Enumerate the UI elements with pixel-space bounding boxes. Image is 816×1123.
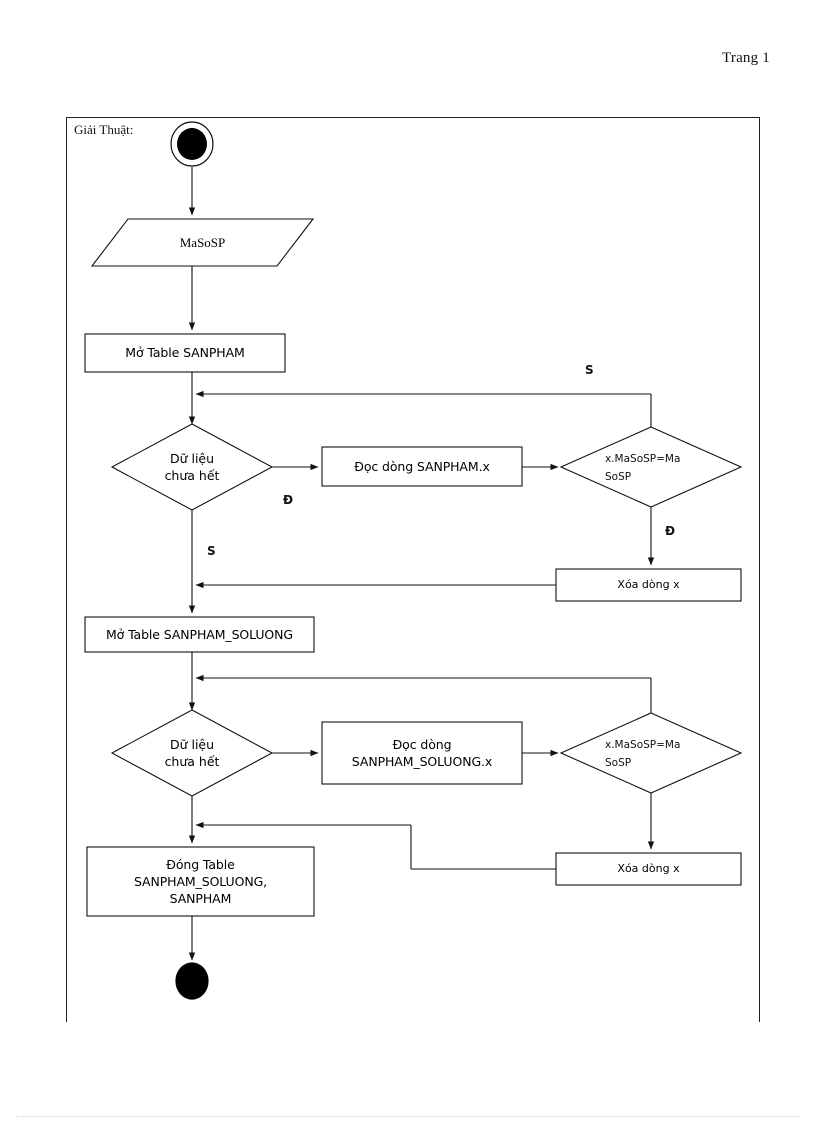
- branch-label-dec1-true: Đ: [283, 493, 294, 507]
- end-node: [175, 962, 209, 1000]
- start-node-inner: [177, 128, 207, 160]
- node-close-tables: [86, 846, 315, 917]
- branch-label-cmp1-true: Đ: [665, 524, 676, 538]
- diagram-title: Giải Thuật:: [74, 122, 134, 137]
- node-decision-duleu-1: [110, 423, 274, 511]
- node-decision-masosp-2-label: x.MaSoSP=Ma SoSP: [605, 739, 681, 770]
- page-bottom-guide: [16, 1116, 800, 1117]
- page-header: Trang 1: [722, 50, 770, 66]
- branch-label-dec1-false: S: [207, 544, 216, 558]
- node-delete-row-2: [555, 852, 742, 886]
- node-delete-row-1: [555, 568, 742, 602]
- branch-label-cmp1-false: S: [585, 363, 594, 377]
- node-input-masosp: [90, 218, 315, 267]
- node-read-sanpham-soluong: [321, 721, 523, 785]
- node-open-sanpham: [84, 333, 286, 373]
- node-read-sanpham: [321, 446, 523, 487]
- diagram-frame: [66, 117, 760, 1022]
- node-open-sanpham-soluong: [84, 616, 315, 653]
- node-decision-masosp-1-label: x.MaSoSP=Ma SoSP: [605, 453, 681, 484]
- node-decision-duleu-2: [110, 709, 274, 797]
